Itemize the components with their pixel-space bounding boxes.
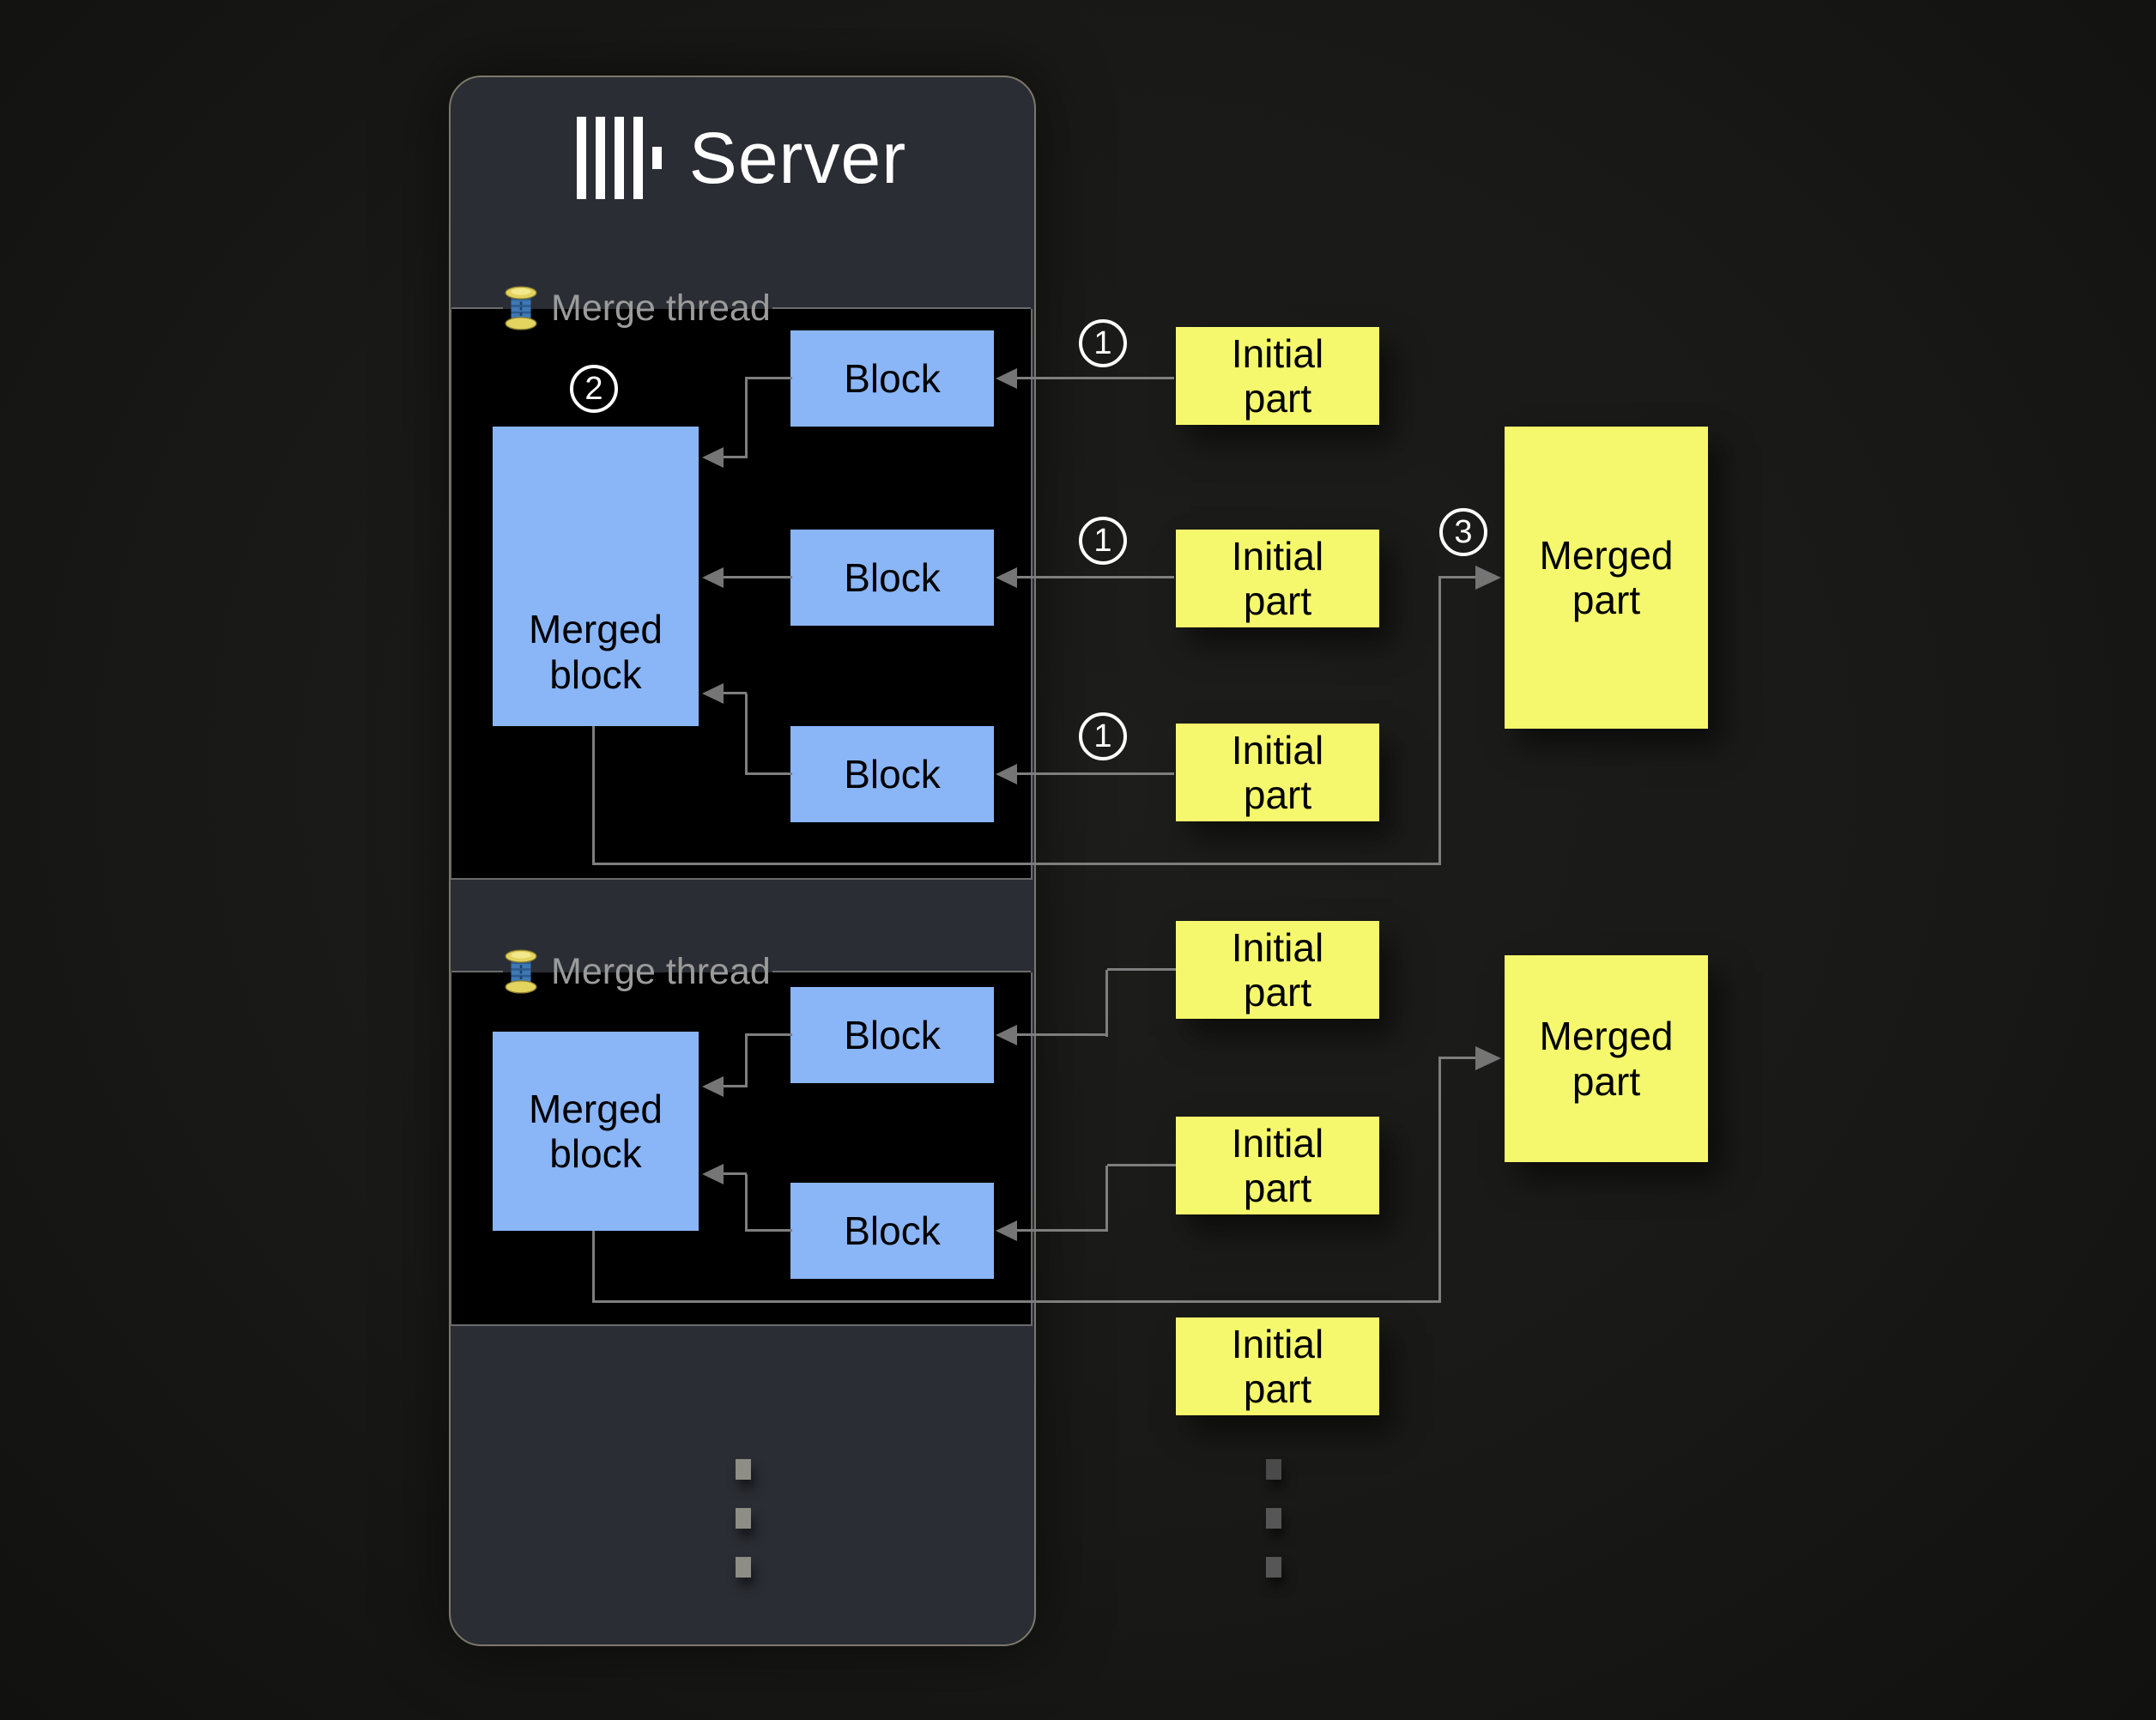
ellipsis-dot <box>736 1508 751 1529</box>
initial-part: Initial part <box>1176 921 1379 1019</box>
arrow-initial4-to-block4 <box>1105 970 1108 1037</box>
step-marker-3: 3 <box>1439 508 1487 556</box>
ellipsis-dot <box>736 1459 751 1480</box>
merge-thread-label: Merge thread <box>551 950 771 992</box>
arrow-merged-block-to-merged-part-2 <box>592 1231 595 1303</box>
arrow-merged-block-to-merged-part-1 <box>592 863 1440 865</box>
arrowhead-left-icon <box>702 567 724 588</box>
step-marker-1: 1 <box>1079 319 1127 367</box>
section-border-segment <box>772 971 1031 972</box>
arrow-block1-to-merged <box>723 456 747 458</box>
arrow-block5-to-merged <box>745 1229 792 1232</box>
arrow-block5-to-merged <box>745 1174 748 1231</box>
block: Block <box>790 330 994 427</box>
arrow-initial4-to-block4 <box>1016 1033 1107 1036</box>
step-marker-2: 2 <box>570 365 618 413</box>
arrow-block1-to-merged <box>745 379 748 458</box>
arrow-merged-block-to-merged-part-2 <box>592 1300 1440 1303</box>
arrow-merged-block-to-merged-part-1 <box>1438 576 1479 578</box>
arrowhead-left-icon <box>702 447 724 468</box>
arrowhead-left-icon <box>996 368 1017 389</box>
clickhouse-logo-icon <box>576 117 662 199</box>
merge-thread-label: Merge thread <box>551 287 771 329</box>
arrowhead-left-icon <box>702 683 724 704</box>
merge-thread-legend: Merge thread <box>501 949 771 994</box>
merged-part: Merged part <box>1505 427 1708 729</box>
block: Block <box>790 987 994 1083</box>
arrowhead-right-icon <box>1475 1046 1501 1070</box>
arrow-initial1-to-block1 <box>1016 377 1174 379</box>
section-border-segment <box>451 307 503 309</box>
server-header: Server <box>449 113 1034 203</box>
arrow-initial3-to-block3 <box>1016 772 1174 775</box>
arrow-block2-to-merged <box>723 576 792 578</box>
arrow-block3-to-merged <box>745 693 748 774</box>
arrow-merged-block-to-merged-part-1 <box>592 726 595 865</box>
initial-part: Initial part <box>1176 724 1379 821</box>
arrow-merged-block-to-merged-part-2 <box>1438 1057 1479 1059</box>
arrow-initial5-to-block5 <box>1016 1229 1107 1232</box>
arrowhead-left-icon <box>702 1076 724 1097</box>
arrow-block1-to-merged <box>745 377 792 379</box>
section-border-segment <box>772 307 1031 309</box>
arrowhead-left-icon <box>996 764 1017 784</box>
arrow-initial4-to-block4 <box>1107 968 1176 971</box>
arrow-merged-block-to-merged-part-1 <box>1438 576 1441 865</box>
arrow-block4-to-merged <box>745 1035 748 1087</box>
initial-part: Initial part <box>1176 327 1379 425</box>
arrow-initial5-to-block5 <box>1105 1166 1108 1232</box>
thread-spool-icon <box>505 949 537 994</box>
initial-part: Initial part <box>1176 1117 1379 1214</box>
merged-block: Merged block <box>493 1032 699 1231</box>
thread-spool-icon <box>505 286 537 330</box>
ellipsis-dot <box>1266 1557 1281 1578</box>
arrowhead-left-icon <box>996 1220 1017 1241</box>
ellipsis-dot <box>1266 1508 1281 1529</box>
arrowhead-left-icon <box>702 1164 724 1184</box>
block: Block <box>790 1183 994 1279</box>
arrow-merged-block-to-merged-part-2 <box>1438 1057 1441 1303</box>
arrowhead-left-icon <box>996 567 1017 588</box>
arrow-block4-to-merged <box>723 1085 747 1087</box>
step-marker-1: 1 <box>1079 712 1127 760</box>
arrowhead-left-icon <box>996 1025 1017 1045</box>
initial-part: Initial part <box>1176 530 1379 627</box>
ellipsis-dot <box>1266 1459 1281 1480</box>
arrowhead-right-icon <box>1475 566 1501 590</box>
arrow-block4-to-merged <box>745 1033 792 1036</box>
arrow-initial5-to-block5 <box>1107 1164 1176 1166</box>
ellipsis-dot <box>736 1557 751 1578</box>
initial-part: Initial part <box>1176 1317 1379 1415</box>
merged-block: Merged block <box>493 427 699 726</box>
merge-thread-legend: Merge thread <box>501 286 771 330</box>
arrow-block3-to-merged <box>723 692 747 694</box>
arrow-block3-to-merged <box>745 772 792 775</box>
merged-part: Merged part <box>1505 955 1708 1162</box>
block: Block <box>790 726 994 822</box>
step-marker-1: 1 <box>1079 517 1127 565</box>
arrow-initial2-to-block2 <box>1016 576 1174 578</box>
server-title: Server <box>688 118 907 198</box>
block: Block <box>790 530 994 626</box>
section-border-segment <box>451 971 503 972</box>
arrow-block5-to-merged <box>723 1172 747 1175</box>
